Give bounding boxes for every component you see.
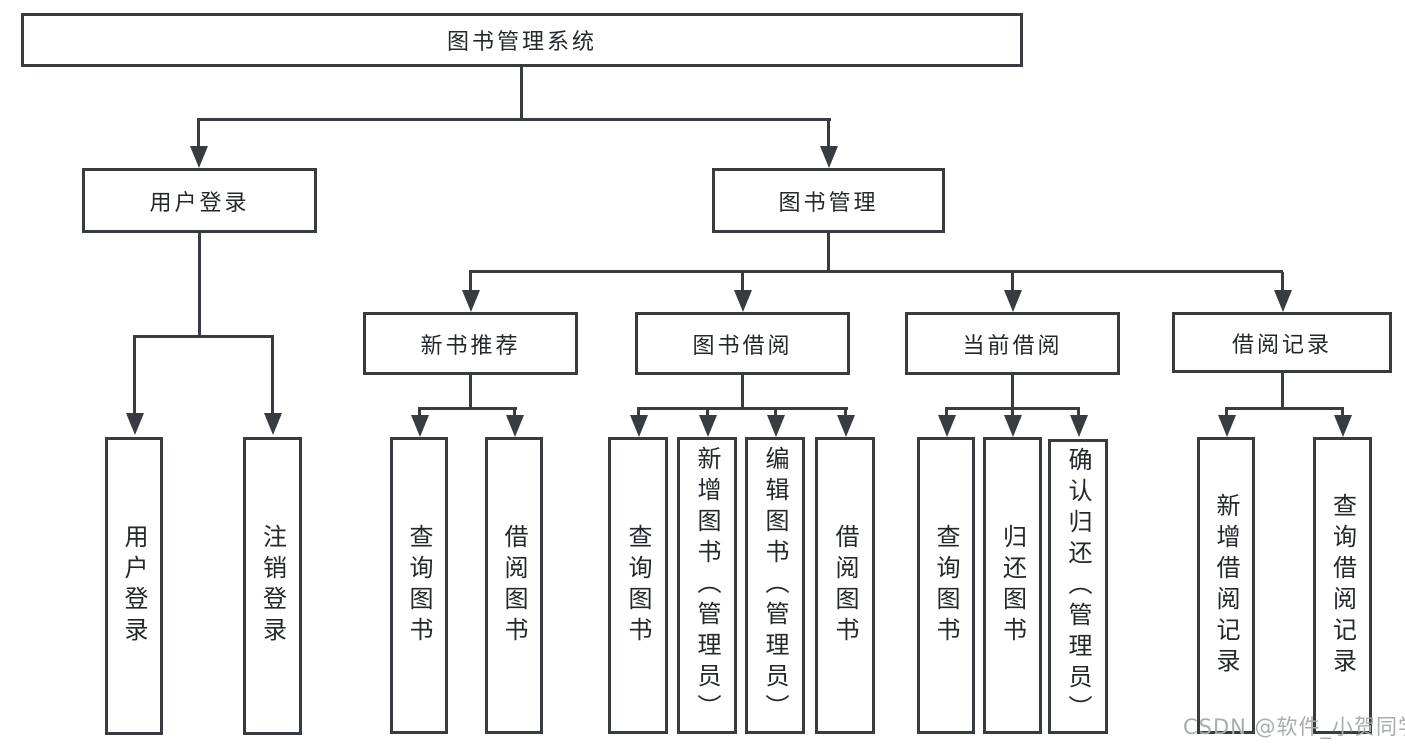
arrow-down-icon [734,290,752,312]
leaf-add-borrow-record-label: 新增借阅记录 [1212,492,1240,679]
leaf-confirm-return-admin: 确认归还（管理员） [1048,439,1108,734]
connector-line [133,335,274,338]
arrow-down-icon [630,415,648,437]
leaf-return-book: 归还图书 [983,437,1042,734]
leaf-query-books-current: 查询图书 [917,437,975,734]
arrow-down-icon [1004,290,1022,312]
node-user-login: 用户登录 [82,168,317,233]
leaf-user-login-label: 用户登录 [120,524,148,648]
connector-line [1225,409,1228,415]
connector-line [827,233,830,270]
connector-line [1011,375,1014,407]
node-root: 图书管理系统 [21,13,1023,67]
connector-line [945,409,948,415]
connector-line [469,375,472,407]
arrow-down-icon [1218,415,1236,437]
node-borrow-records-label: 借阅记录 [1231,332,1332,358]
node-book-borrow: 图书借阅 [635,312,850,375]
connector-line [513,409,516,415]
arrow-down-icon [1334,415,1352,437]
node-current-borrow: 当前借阅 [905,312,1120,375]
connector-line [1281,272,1284,290]
arrow-down-icon [264,413,282,435]
leaf-borrow-books-recommend: 借阅图书 [485,437,543,734]
connector-line [469,272,472,290]
arrow-down-icon [462,290,480,312]
leaf-query-borrow-record-label: 查询借阅记录 [1328,492,1357,679]
connector-line [637,407,848,410]
connector-line [198,233,201,335]
leaf-logout: 注销登录 [243,437,302,735]
connector-line [1225,407,1344,410]
node-new-book-recommend-label: 新书推荐 [420,333,521,359]
connector-line [197,120,200,146]
leaf-query-borrow-record: 查询借阅记录 [1313,437,1372,734]
leaf-borrow-books: 借阅图书 [815,437,875,734]
node-borrow-records: 借阅记录 [1172,312,1392,373]
arrow-down-icon [190,146,208,168]
connector-line [1077,409,1080,415]
connector-line [520,67,523,118]
connector-line [1281,373,1284,407]
connector-line [774,409,777,415]
arrow-down-icon [837,415,855,437]
leaf-query-books-borrow-label: 查询图书 [624,523,652,648]
arrow-down-icon [1004,415,1022,437]
connector-line [844,409,847,415]
csdn-watermark: CSDN @软件_小贺同学 [1183,715,1405,739]
leaf-return-book-label: 归还图书 [998,523,1027,648]
connector-line [706,409,709,415]
leaf-add-book-admin-label: 新增图书（管理员） [693,446,721,725]
leaf-query-books-recommend: 查询图书 [390,437,448,734]
arrow-down-icon [820,146,838,168]
node-book-borrow-label: 图书借阅 [692,333,793,359]
node-book-management: 图书管理 [712,168,945,233]
connector-line [1341,409,1344,415]
connector-line [469,270,1283,273]
connector-line [1011,272,1014,290]
leaf-query-books-borrow: 查询图书 [608,437,668,734]
connector-line [1011,409,1014,415]
leaf-confirm-return-admin-label: 确认归还（管理员） [1064,447,1092,726]
arrow-down-icon [1274,290,1292,312]
arrow-down-icon [126,413,144,435]
node-current-borrow-label: 当前借阅 [962,333,1063,359]
arrow-down-icon [699,415,717,437]
connector-line [741,272,744,290]
leaf-borrow-books-label: 借阅图书 [831,523,859,648]
arrow-down-icon [938,415,956,437]
node-root-label: 图书管理系统 [446,30,597,55]
connector-line [133,337,136,413]
node-new-book-recommend: 新书推荐 [363,312,578,375]
node-book-management-label: 图书管理 [778,190,879,216]
leaf-edit-book-admin-label: 编辑图书（管理员） [761,446,789,725]
leaf-add-book-admin: 新增图书（管理员） [677,437,737,734]
leaf-query-books-current-label: 查询图书 [932,523,960,648]
connector-line [741,375,744,407]
connector-line [197,118,831,121]
leaf-query-books-recommend-label: 查询图书 [405,523,433,648]
connector-line [945,407,1080,410]
arrow-down-icon [1070,415,1088,437]
arrow-down-icon [767,415,785,437]
leaf-add-borrow-record: 新增借阅记录 [1197,437,1255,734]
connector-line [418,409,421,415]
connector-line [271,337,274,413]
connector-line [637,409,640,415]
connector-line [827,120,830,146]
connector-line [418,407,517,410]
leaf-edit-book-admin: 编辑图书（管理员） [745,437,805,734]
leaf-borrow-books-recommend-label: 借阅图书 [500,523,528,648]
node-user-login-label: 用户登录 [149,190,250,216]
leaf-logout-label: 注销登录 [258,524,287,648]
arrow-down-icon [411,415,429,437]
arrow-down-icon [506,415,524,437]
leaf-user-login: 用户登录 [105,437,163,735]
